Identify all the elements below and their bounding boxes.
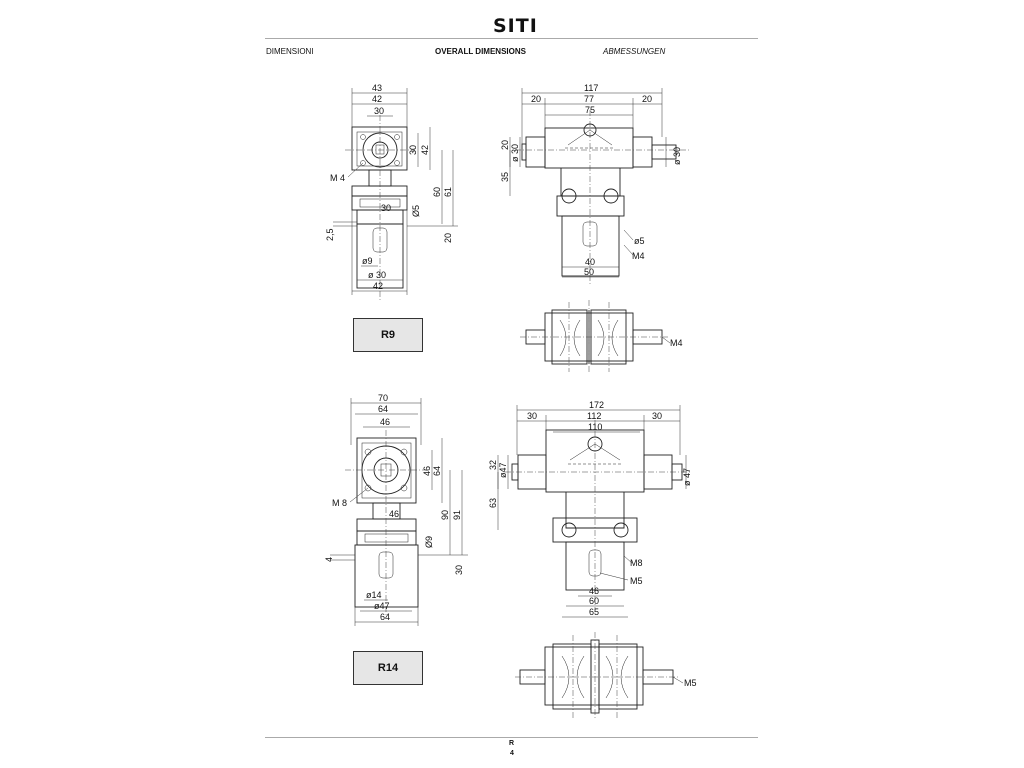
header-german: ABMESSUNGEN [603,47,666,56]
siti-logo: SITI [493,15,538,37]
r14-top-label-m5: M5 [684,678,697,688]
model-badge-r14: R14 [353,651,423,685]
r14-side-dim-30b: 30 [652,411,662,421]
r9-side-dim-20b: 20 [642,94,652,104]
r14-side-view: 172 30 112 30 110 32 ø47 63 ø 47 M8 M5 4… [488,400,692,618]
r14-side-dim-vphi47: ø47 [498,462,508,478]
r14-side-label-m5: M5 [630,576,643,586]
r14-side-dim-v32: 32 [488,460,498,470]
r9-side-label-phi5: ø5 [634,236,645,246]
r14-side-dim-60: 60 [589,596,599,606]
r9-top-label-m4: M4 [670,338,683,348]
r9-side-view: 117 20 77 20 75 20 ø 30 35 ø 30 ø5 M4 40… [500,83,690,285]
r9-dim-phi30: ø 30 [368,270,386,280]
r9-dim-30-mid: 30 [381,203,391,213]
r9-side-dim-117: 117 [584,83,598,93]
r9-dim-42-top: 42 [372,94,382,104]
r14-side-dim-110: 110 [588,422,602,432]
r14-side-dim-46: 46 [589,586,599,596]
r14-dim-64-bot: 64 [380,612,390,622]
model-badge-r9: R9 [353,318,423,352]
r14-dim-phi14: ø14 [366,590,382,600]
r9-dim-60: 60 [432,187,442,197]
r14-side-dim-112: 112 [587,411,601,421]
r14-dim-46-top: 46 [380,417,390,427]
r9-dim-30-top: 30 [374,106,384,116]
r14-dim-64-v: 64 [432,466,442,476]
r9-side-dim-v35: 35 [500,172,510,182]
r14-dim-30: 30 [454,565,464,575]
r9-dim-phi9: ø9 [362,256,373,266]
r14-label-m8: M 8 [332,498,347,508]
r14-side-dim-v63: 63 [488,498,498,508]
r14-dim-70: 70 [378,393,388,403]
header-italian: DIMENSIONI [266,47,314,56]
r9-side-dim-77: 77 [584,94,594,104]
r9-dim-43: 43 [372,83,382,93]
footer-rule [265,737,758,738]
r9-side-dim-40: 40 [585,257,595,267]
r14-side-label-m8: M8 [630,558,643,568]
r9-side-dim-50: 50 [584,267,594,277]
r14-side-dim-172: 172 [589,400,604,410]
r9-top-view: M4 [520,300,683,374]
footer-series: R [509,740,515,747]
r14-dim-91: 91 [452,510,462,520]
r14-front-view: 70 64 46 46 64 90 91 46 Ø9 30 4 [324,393,468,626]
r9-side-dim-75: 75 [585,105,595,115]
r14-dim-90: 90 [440,510,450,520]
r9-dim-phi5: Ø5 [411,205,421,217]
r14-side-dim-30a: 30 [527,411,537,421]
r9-dim-30-v: 30 [408,145,418,155]
r9-dim-2-5: 2,5 [325,228,335,241]
r14-side-dim-65: 65 [589,607,599,617]
r9-side-dim-rphi30: ø 30 [672,147,682,165]
r14-dim-64-top: 64 [378,404,388,414]
r9-side-label-m4: M4 [632,251,645,261]
footer-page-number: 4 [510,750,514,757]
r9-label-m4: M 4 [330,173,345,183]
header-english: OVERALL DIMENSIONS [435,47,526,56]
r14-dim-phi47: ø47 [374,601,390,611]
r9-dim-42-bot: 42 [373,281,383,291]
r9-front-view: 43 42 30 30 42 60 61 30 Ø5 20 2,5 [325,83,458,300]
r9-side-dim-v20: 20 [500,140,510,150]
r9-side-dim-20a: 20 [531,94,541,104]
r14-dim-46-v: 46 [422,466,432,476]
r9-dim-20: 20 [443,233,453,243]
r14-dim-46-mid: 46 [389,509,399,519]
r9-side-dim-vphi30: ø 30 [510,144,520,162]
r14-side-dim-rphi47: ø 47 [682,468,692,486]
r14-top-view: M5 [515,632,697,720]
r14-dim-phi9: Ø9 [424,536,434,548]
r9-dim-61: 61 [443,187,453,197]
r14-dim-4: 4 [324,557,334,562]
r9-dim-42-v: 42 [420,145,430,155]
header-rule [265,38,758,39]
